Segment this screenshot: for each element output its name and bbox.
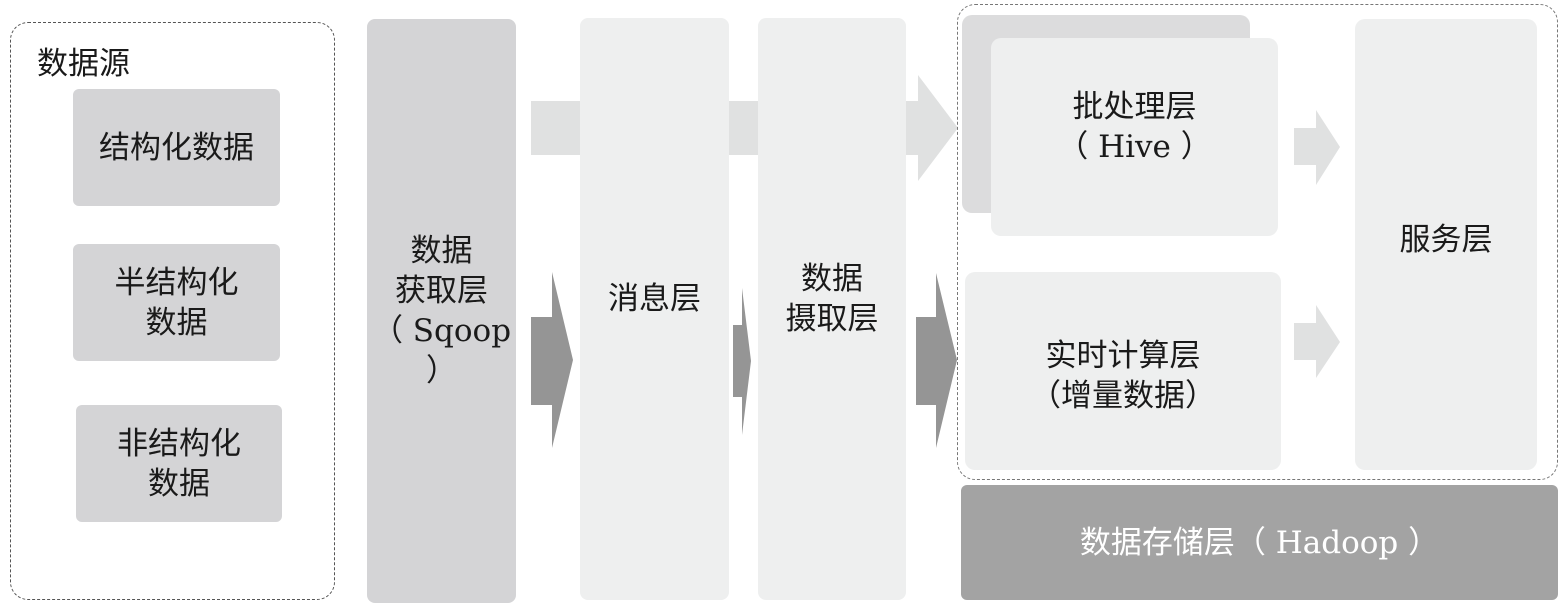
label: 数据	[148, 465, 210, 502]
label: 批处理层	[1072, 89, 1197, 125]
flow-arrow-1	[531, 272, 573, 448]
flow-arrow-2	[733, 288, 751, 435]
label: 数据	[410, 233, 473, 269]
label: 消息层	[608, 281, 701, 317]
batch-to-service-arrow	[1294, 110, 1340, 185]
message-layer: 消息层	[580, 18, 729, 600]
ingestion-layer: 数据摄取层	[758, 18, 906, 600]
label: 半结构化	[114, 264, 239, 301]
batch-layer: 批处理层 （ Hive ）	[991, 38, 1278, 236]
label: 数据	[145, 304, 208, 341]
label: 非结构化	[117, 425, 241, 462]
service-layer: 服务层	[1355, 19, 1537, 470]
label: 实时计算层	[1045, 338, 1201, 374]
processing-group	[957, 4, 1558, 480]
label: 服务层	[1399, 221, 1493, 258]
acquisition-layer: 数据获取层 （ Sqoop ）	[367, 19, 516, 603]
flow-arrow-3	[916, 273, 957, 448]
realtime-layer: 实时计算层 （增量数据）	[965, 272, 1281, 470]
label: 数据	[801, 261, 863, 297]
semi-structured-data-box: 半结构化数据	[73, 244, 280, 361]
label: 数据存储层（ Hadoop ）	[1079, 524, 1440, 561]
structured-data-box: 结构化数据	[73, 89, 280, 206]
storage-layer: 数据存储层（ Hadoop ）	[961, 485, 1558, 600]
label: 摄取层	[785, 301, 879, 337]
data-source-group	[10, 22, 335, 600]
realtime-to-service-arrow	[1294, 305, 1340, 378]
unstructured-data-box: 非结构化数据	[76, 405, 282, 522]
label: （增量数据）	[1030, 378, 1216, 414]
label: （ Sqoop ）	[371, 313, 512, 389]
label: （ Hive ）	[1057, 129, 1212, 165]
label: 结构化数据	[99, 129, 254, 166]
data-source-title: 数据源	[37, 46, 130, 82]
label: 获取层	[395, 273, 488, 309]
